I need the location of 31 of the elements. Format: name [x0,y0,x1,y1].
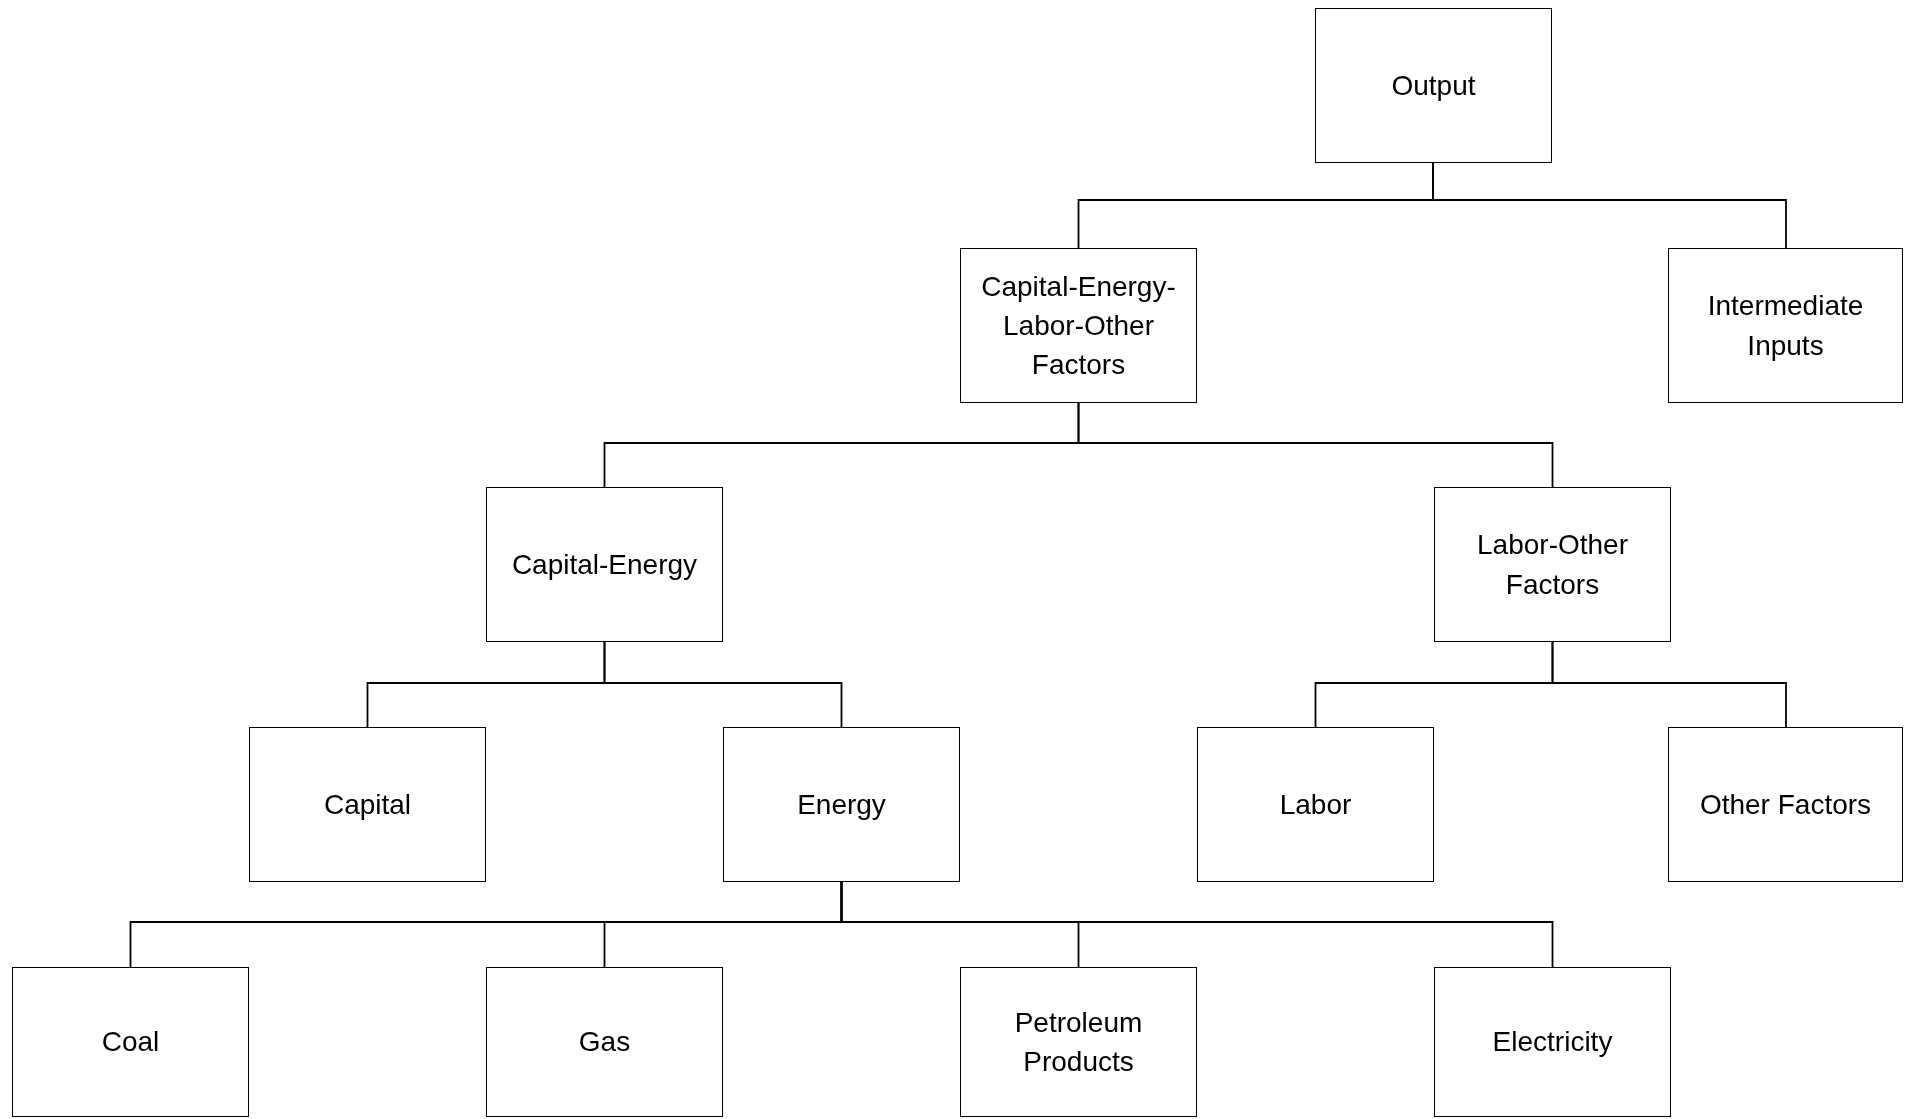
box-label: Capital [323,787,412,822]
process-box [960,967,1197,1117]
process-box [723,727,960,882]
box-label: Gas [578,1025,631,1060]
box-label: Energy [797,787,886,822]
process-box [960,248,1197,403]
process-box [12,967,249,1117]
box-label: Electricity [1492,1025,1613,1060]
box-label: Capital-Energy-Labor-Other Factors [980,269,1177,383]
connector-line [603,641,843,728]
process-box [249,727,486,882]
box-label: Intermediate Inputs [1706,289,1865,363]
process-box [486,967,723,1117]
box-label: Output [1391,68,1476,103]
box-label: Labor [1279,787,1352,822]
box-label: Petroleum Products [1013,1005,1144,1079]
box-label: Other Factors [1699,787,1872,822]
box-label: Labor-Other Factors [1476,528,1629,602]
process-box [486,487,723,642]
connector-line [840,881,1554,968]
box-label: Coal [101,1025,160,1060]
box-label: Capital-Energy [511,547,698,582]
process-box [1315,8,1552,163]
process-box [1197,727,1434,882]
process-box [1668,727,1903,882]
connector-line [1551,641,1787,728]
process-box [1668,248,1903,403]
process-box [1434,967,1671,1117]
process-box [1434,487,1671,642]
connector-line [1077,402,1554,488]
connector-line [1432,162,1787,249]
